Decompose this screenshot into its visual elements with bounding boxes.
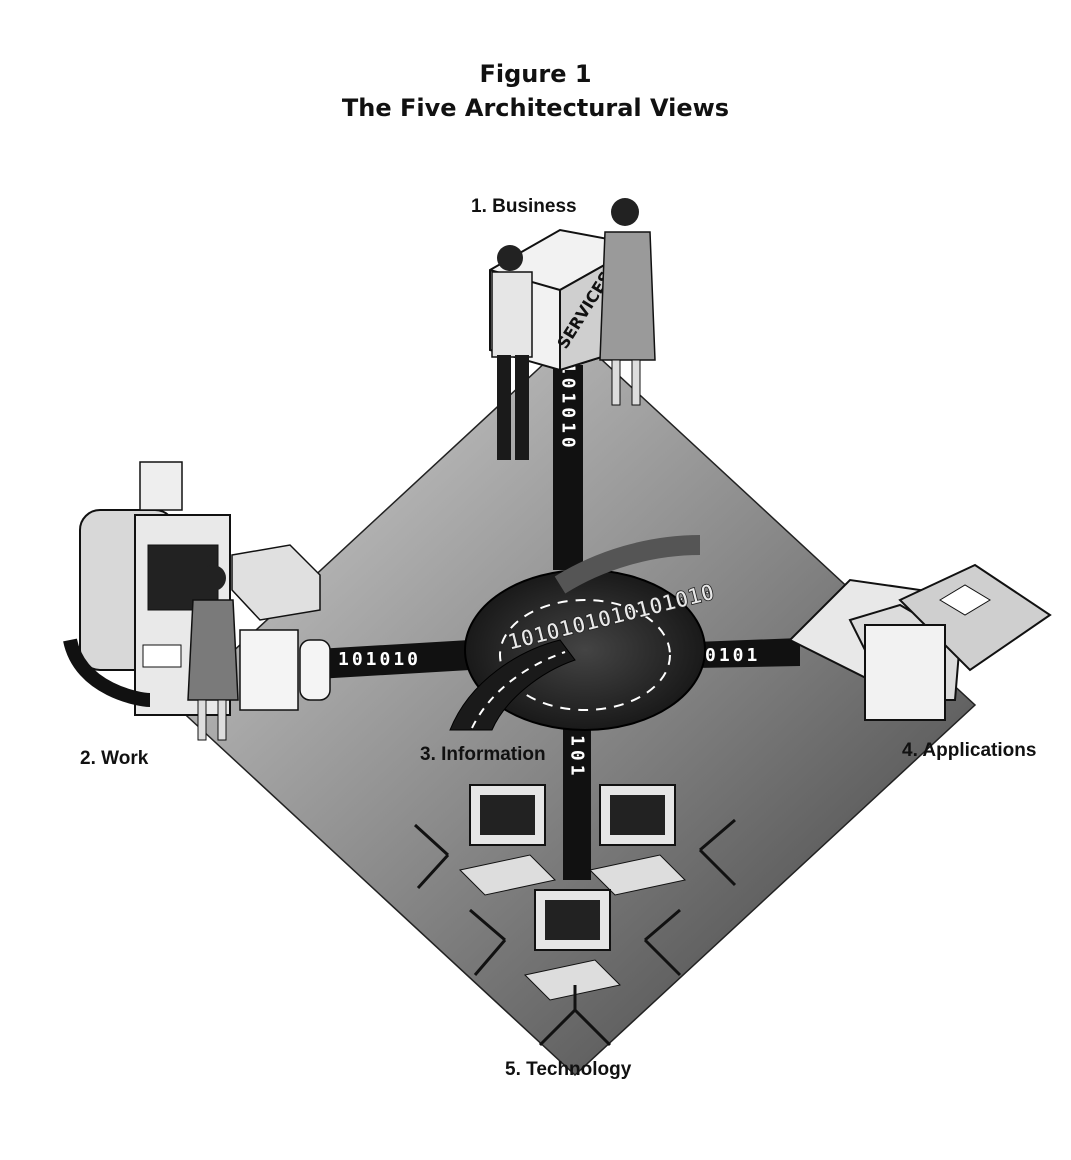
keypad-icon <box>142 644 182 668</box>
figure-number: Figure 1 <box>479 60 592 88</box>
disk-icon <box>139 461 183 511</box>
network-nodes <box>413 818 737 1047</box>
applications-link: 0101 <box>695 638 800 668</box>
work-link: 101010 <box>300 640 470 680</box>
worker-figure <box>200 565 226 591</box>
view-label-work: 2. Work <box>80 748 149 769</box>
view-label-applications: 4. Applications <box>902 740 1037 761</box>
business-illustration: SERVICES <box>489 198 656 460</box>
figure-title: The Five Architectural Views <box>341 94 730 122</box>
work-illustration <box>63 461 331 741</box>
disk-icon <box>898 563 1052 672</box>
technology-illustration <box>413 784 737 1047</box>
applications-illustration <box>788 563 1052 721</box>
view-label-information: 3. Information <box>420 744 546 765</box>
cube-icon <box>939 584 991 616</box>
businesswoman-figure <box>611 198 639 226</box>
applications-link-bits: 0101 <box>705 645 760 666</box>
businessman-figure <box>497 245 523 271</box>
view-label-technology: 5. Technology <box>505 1059 632 1080</box>
information-road: 1010101010101010 <box>449 535 717 731</box>
work-link-bits: 101010 <box>338 649 421 670</box>
view-label-business: 1. Business <box>471 196 577 217</box>
